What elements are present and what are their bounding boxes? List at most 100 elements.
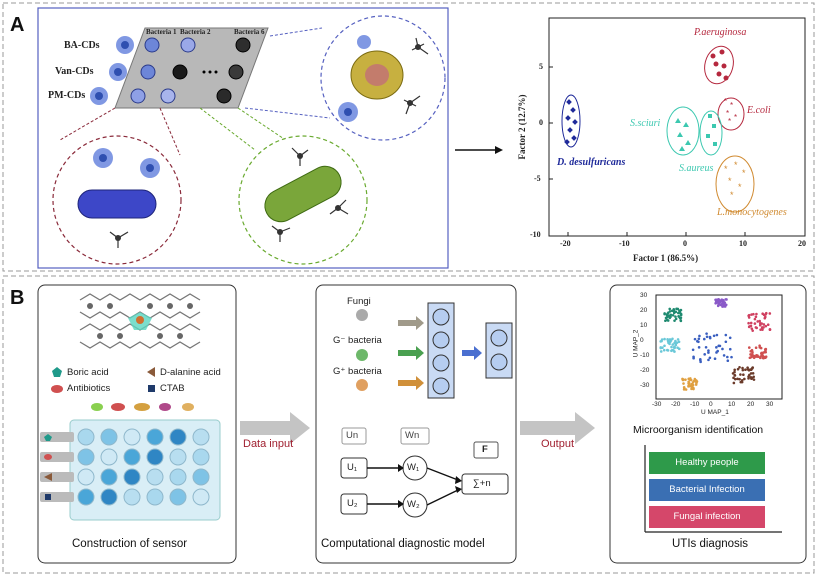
umap-point (720, 298, 724, 301)
plate-well (192, 468, 210, 486)
umap-point (747, 321, 750, 325)
species-p-aeruginosa: P.aeruginosa (694, 27, 747, 38)
umap-point (733, 370, 736, 374)
umap-point (741, 368, 745, 372)
ytick: 0 (539, 118, 543, 127)
bar-bacterial: Bacterial Infection (669, 484, 745, 495)
model-w1: W₁ (407, 462, 420, 473)
umap-point (668, 316, 672, 320)
plate-well (146, 468, 164, 486)
plate-well (123, 468, 141, 486)
umap-point (719, 303, 723, 307)
umap-point (677, 340, 681, 344)
umap-point (762, 313, 766, 317)
umap-point (738, 377, 741, 381)
umap-point (748, 325, 751, 328)
umap-point (736, 377, 739, 381)
input-fungi: Fungi (347, 296, 371, 307)
umap-point (724, 340, 728, 344)
umap-ytick: -10 (640, 352, 650, 359)
umap-ytick: -30 (640, 382, 650, 389)
umap-point (726, 355, 729, 359)
umap-point (679, 319, 683, 323)
umap-point (740, 380, 744, 384)
umap-point (707, 349, 710, 352)
plate-well (100, 448, 118, 466)
umap-point (744, 368, 747, 372)
legend-boric-acid: Boric acid (67, 367, 109, 378)
umap-point (755, 312, 758, 316)
umap-point (747, 375, 750, 378)
umap-point (721, 347, 724, 351)
cd-label-van: Van-CDs (55, 66, 94, 77)
umap-point (698, 334, 701, 338)
svg-text:*: * (734, 113, 737, 122)
ytick: 5 (539, 62, 543, 71)
umap-xtick: -10 (690, 401, 700, 408)
umap-point (753, 317, 757, 321)
umap-xtick: 0 (709, 401, 713, 408)
model-w2: W₂ (407, 499, 420, 510)
species-s-sciuri: S.sciuri (630, 118, 661, 129)
umap-point (764, 355, 768, 359)
svg-text:*: * (728, 176, 732, 186)
umap-point (749, 368, 753, 372)
umap-point (751, 351, 754, 354)
umap-point (682, 382, 685, 385)
umap-point (676, 346, 679, 350)
umap-point (724, 333, 728, 337)
umap-point (669, 339, 673, 342)
umap-point (758, 319, 761, 323)
umap-point (741, 366, 744, 370)
umap-point (666, 339, 670, 343)
antibiotics-icon (51, 385, 63, 393)
umap-point (687, 380, 690, 384)
species-s-aureus: S.aureus (679, 163, 714, 174)
umap-point (748, 356, 752, 360)
umap-point (759, 346, 763, 350)
umap-point (749, 353, 753, 356)
umap-point (714, 298, 717, 302)
umap-point (736, 367, 740, 371)
umap-point (659, 346, 663, 350)
plate-well (146, 428, 164, 446)
model-un: Un (346, 430, 359, 441)
plate-well (169, 448, 187, 466)
umap-point (717, 344, 721, 348)
umap-point (668, 307, 672, 311)
umap-point (747, 368, 751, 372)
d-alanine-icon (147, 367, 155, 377)
umap-point (676, 338, 680, 341)
umap-point (663, 337, 666, 341)
umap-point (763, 350, 767, 354)
umap-point (742, 373, 745, 377)
umap-point (743, 377, 746, 381)
umap-point (763, 316, 767, 320)
umap-point (671, 314, 675, 317)
umap-point (762, 355, 766, 359)
umap-point (682, 388, 686, 391)
cd-label-ba: BA-CDs (64, 40, 100, 51)
ytick: -10 (530, 230, 541, 239)
xtick: -20 (560, 239, 571, 248)
umap-xtick: -20 (671, 401, 681, 408)
umap-point (684, 378, 687, 381)
umap-point (764, 348, 767, 352)
umap-ytick: 0 (640, 337, 644, 344)
umap-point (728, 336, 732, 340)
scatter-xlabel: Factor 1 (86.5%) (633, 253, 699, 263)
umap-point (692, 356, 695, 360)
umap-point (691, 380, 695, 384)
umap-point (733, 377, 737, 381)
svg-text:*: * (726, 109, 729, 118)
umap-point (687, 377, 691, 381)
umap-point (721, 301, 724, 305)
legend-d-alanine: D-alanine acid (160, 367, 221, 378)
umap-point (754, 315, 758, 319)
umap-point (724, 303, 728, 307)
xtick: -10 (619, 239, 630, 248)
umap-point (756, 320, 759, 323)
umap-point (761, 328, 764, 331)
umap-point (732, 381, 736, 385)
umap-point (733, 374, 737, 377)
